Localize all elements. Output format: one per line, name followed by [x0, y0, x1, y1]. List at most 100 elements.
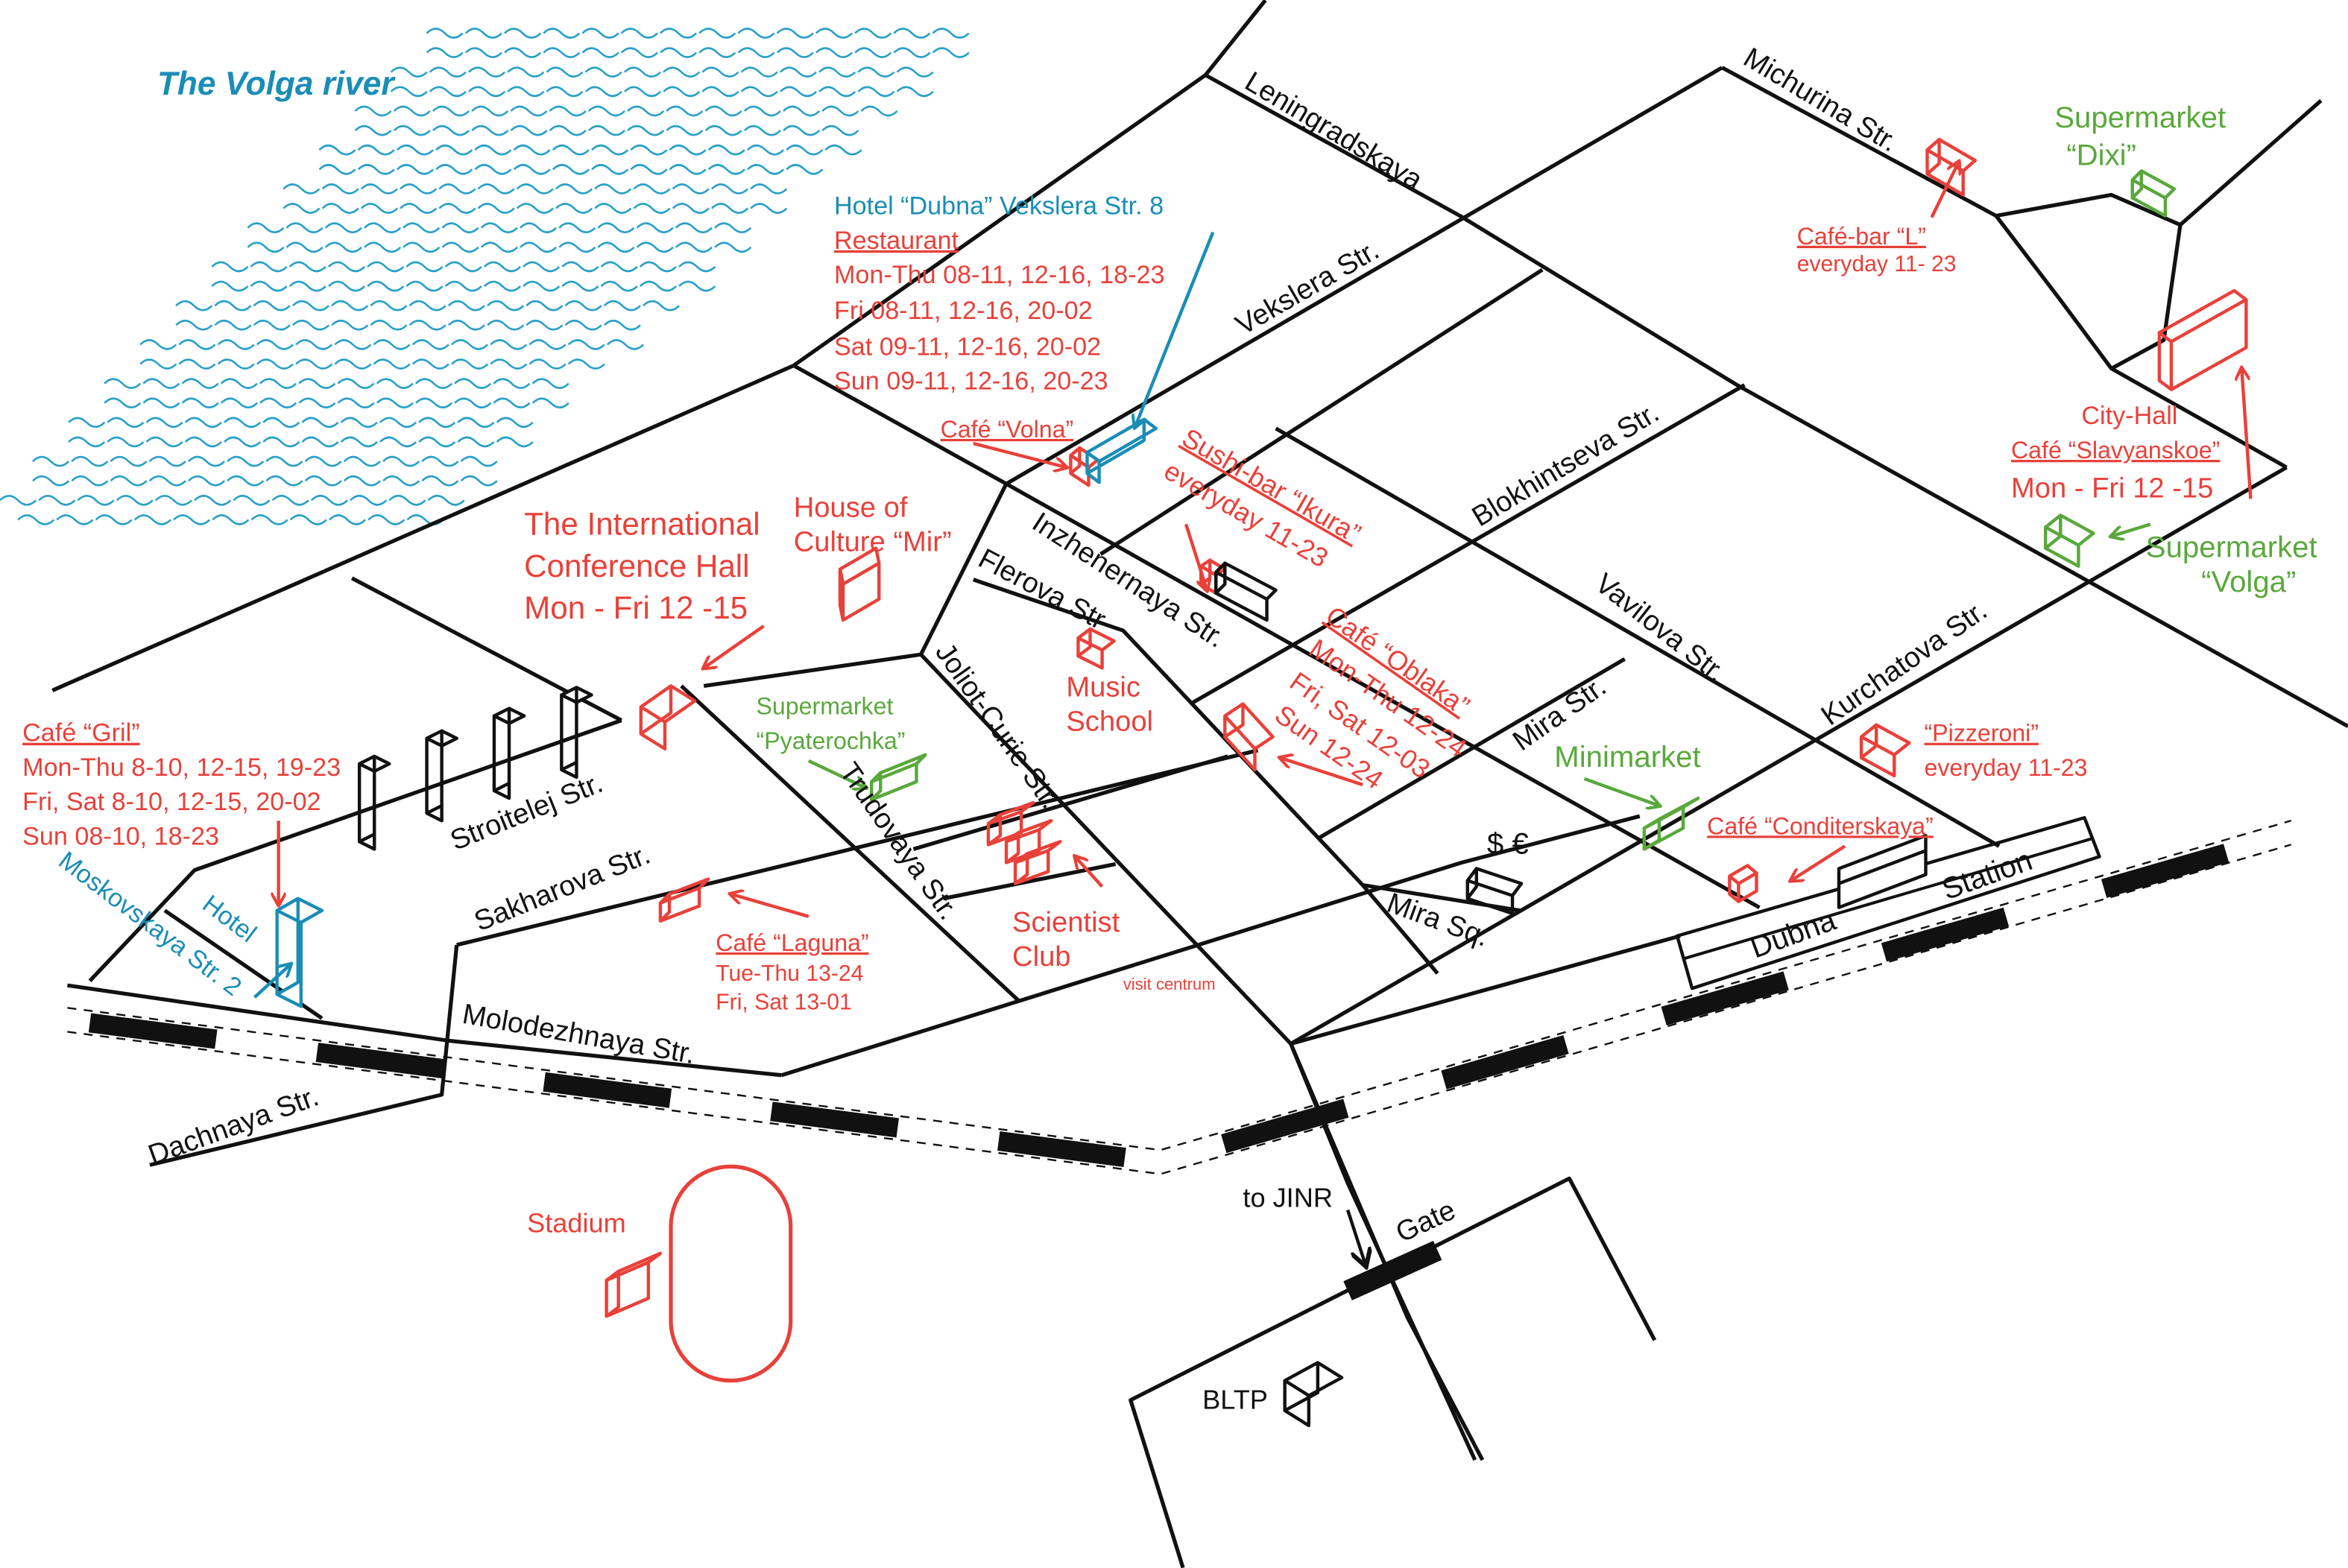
wave: [818, 66, 856, 78]
pyaterochka-line-2: “Pyaterochka”: [757, 727, 906, 754]
stadium-track[interactable]: [669, 1164, 793, 1383]
cafe-laguna-hours-2: Fri, Sat 13-01: [716, 990, 852, 1014]
music-school-line-1: Music: [1066, 671, 1140, 703]
house-of-culture-building[interactable]: [838, 546, 881, 622]
station-building[interactable]: [1837, 834, 1928, 909]
wave: [256, 358, 294, 370]
wave: [460, 455, 498, 467]
cafe-oblaka-arrow: [1281, 758, 1363, 787]
wave: [528, 339, 567, 350]
wave: [561, 280, 599, 292]
cafe-laguna-name: Café “Laguna”: [716, 929, 868, 956]
cafe-laguna-arrow: [730, 894, 810, 918]
cafe-oblaka-building[interactable]: [1223, 702, 1275, 772]
wave: [337, 378, 375, 389]
wave: [523, 280, 561, 292]
city-hall-building[interactable]: [2157, 288, 2248, 391]
place-labels: Hotel “Dubna” Vekslera Str. 8 Restaurant…: [22, 101, 2317, 1415]
road-molodezhnaya: [67, 983, 782, 1078]
conference-hall-building[interactable]: [639, 684, 697, 751]
wave: [587, 105, 625, 117]
wave: [471, 124, 509, 136]
exchange-building[interactable]: [1465, 867, 1524, 915]
cafe-bar-l-building[interactable]: [1925, 137, 1977, 197]
wave: [250, 280, 288, 292]
music-school-building[interactable]: [1076, 627, 1116, 670]
wave: [516, 183, 554, 195]
wave: [464, 47, 502, 58]
wave: [893, 47, 931, 58]
wave: [597, 241, 635, 253]
house-of-culture-line-2: Culture “Mir”: [794, 526, 952, 558]
wave: [520, 241, 558, 253]
wave: [262, 436, 300, 448]
minimarket-building[interactable]: [1642, 796, 1700, 851]
road-leningradskaya: [1204, 73, 2348, 728]
wave: [418, 436, 456, 448]
wave: [896, 66, 934, 78]
wave: [669, 164, 707, 175]
street-joliot-curie: Joliot-Curie Str.: [929, 637, 1067, 815]
wave: [471, 105, 509, 117]
wave: [523, 261, 561, 273]
wave: [301, 436, 339, 448]
wave: [331, 300, 369, 312]
supermarket-volga-arrow: [2112, 522, 2151, 536]
wave: [603, 319, 641, 331]
cafe-laguna-building[interactable]: [658, 877, 710, 923]
wave: [487, 300, 525, 312]
wave: [707, 164, 745, 175]
cafe-gril-hours-3: Sun 08-10, 18-23: [22, 822, 219, 850]
sushi-bar-arrow: [1184, 523, 1207, 589]
wave: [643, 300, 681, 312]
wave: [639, 261, 677, 273]
scientist-club-building-2[interactable]: [1004, 819, 1053, 864]
wave: [678, 261, 716, 273]
restaurant-hours-4: Sun 09-11, 12-16, 20-23: [834, 367, 1108, 396]
wave: [175, 300, 213, 312]
wave: [496, 436, 534, 448]
wave: [390, 66, 428, 78]
wave: [32, 455, 70, 467]
hotel-moskovskaya-building[interactable]: [275, 897, 324, 1008]
wave: [327, 261, 366, 273]
wave: [594, 183, 632, 195]
music-school-line-2: School: [1066, 706, 1153, 738]
wave: [142, 397, 180, 409]
restaurant-hours-1: Mon-Thu 08-11, 12-16, 18-23: [834, 261, 1164, 289]
wave: [854, 47, 892, 58]
wave: [438, 203, 476, 214]
wave: [340, 417, 378, 429]
wave: [531, 397, 569, 409]
tower-1: [357, 754, 391, 851]
wave: [600, 261, 638, 273]
wave: [624, 86, 662, 98]
scientist-club-building-1[interactable]: [986, 800, 1035, 847]
wave: [396, 144, 434, 156]
wave: [552, 144, 590, 156]
wave: [704, 124, 742, 136]
wave: [815, 28, 853, 39]
wave: [139, 339, 177, 350]
wave: [211, 280, 249, 292]
wave: [400, 183, 438, 195]
supermarket-volga-building[interactable]: [2043, 513, 2095, 568]
wave: [403, 222, 441, 234]
pizzeroni-building[interactable]: [1859, 723, 1911, 778]
wave: [587, 124, 626, 136]
hotel-dubna-building[interactable]: [1085, 417, 1158, 484]
road-city-hall-north: [2110, 224, 2183, 370]
pyaterochka-building[interactable]: [869, 753, 927, 802]
dixi-building[interactable]: [2130, 169, 2177, 218]
wave: [597, 222, 635, 234]
scientist-club-building-3[interactable]: [1013, 840, 1062, 885]
wave: [373, 339, 411, 350]
bltp-building[interactable]: [1283, 1361, 1344, 1428]
wave: [393, 124, 431, 136]
wave: [750, 203, 788, 214]
cafe-conditerskaya-building[interactable]: [1728, 864, 1758, 903]
stadium-building[interactable]: [605, 1251, 663, 1318]
buildings: [275, 137, 2248, 1428]
road-jinr: [1289, 1043, 1485, 1461]
conference-hall-hours: Mon - Fri 12 -15: [524, 590, 748, 625]
